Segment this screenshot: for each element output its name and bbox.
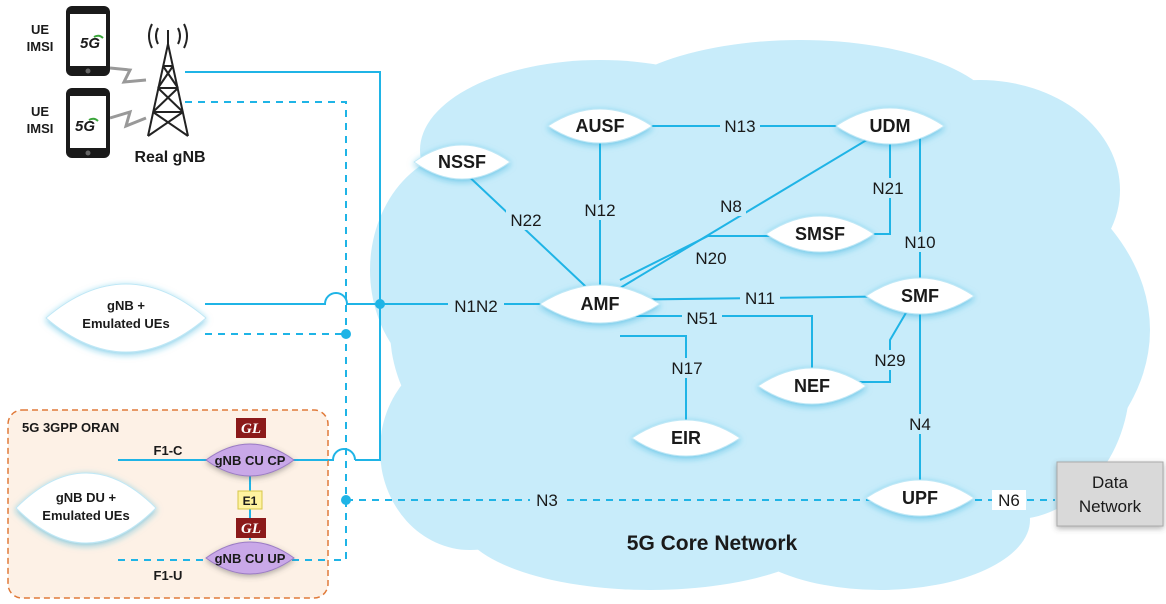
data-network-box[interactable] <box>1056 461 1164 527</box>
phone-5g-logo-1: 5G <box>80 35 100 52</box>
smsf-node[interactable] <box>765 215 875 253</box>
ue-label-2: UE <box>31 104 49 119</box>
emulated-gnb-line2: Emulated UEs <box>82 316 169 331</box>
phone-icon-1: 5G <box>66 6 110 76</box>
n13-label: N13 <box>724 117 755 136</box>
nssf-node[interactable] <box>413 144 511 180</box>
phone-5g-logo-2: 5G <box>75 118 95 135</box>
gl-badge-cp <box>236 418 266 438</box>
n51-label: N51 <box>686 309 717 328</box>
gnb-cu-up-label: gNB CU UP <box>215 551 286 566</box>
eir-node[interactable] <box>631 419 741 457</box>
amf-label: AMF <box>581 294 620 314</box>
smf-label: SMF <box>901 286 939 306</box>
f1u-label: F1-U <box>154 568 183 583</box>
gnb-du-line1: gNB DU + <box>56 490 117 505</box>
real-gnb-label: Real gNB <box>134 149 205 166</box>
eir-label: EIR <box>671 428 701 448</box>
n10-label: N10 <box>904 233 935 252</box>
ausf-node[interactable] <box>547 108 653 144</box>
gl-badge-up <box>236 518 266 538</box>
f1c-label: F1-C <box>154 443 184 458</box>
cell-tower-icon <box>147 23 189 137</box>
gnb-cu-cp-label: gNB CU CP <box>215 453 286 468</box>
emulated-gnb-node[interactable] <box>45 283 207 353</box>
n3-label: N3 <box>536 491 558 510</box>
nssf-label: NSSF <box>438 152 486 172</box>
n17-label: N17 <box>671 359 702 378</box>
data-network-line1: Data <box>1092 473 1128 492</box>
e1-label: E1 <box>243 494 258 508</box>
n12-label: N12 <box>584 201 615 220</box>
gl-badge-cp-text: GL <box>241 421 261 437</box>
e1-badge <box>237 490 263 510</box>
n22-label: N22 <box>510 211 541 230</box>
nef-node[interactable] <box>757 367 867 405</box>
imsi-label-1: IMSI <box>27 39 54 54</box>
gl-badge-up-text: GL <box>241 521 261 537</box>
n1n2-label: N1N2 <box>454 297 497 316</box>
n8-label: N8 <box>720 197 742 216</box>
emulated-gnb-line1: gNB + <box>107 298 145 313</box>
n4-label: N4 <box>909 415 931 434</box>
smsf-label: SMSF <box>795 224 845 244</box>
n6-label: N6 <box>998 491 1020 510</box>
n20-label: N20 <box>695 249 726 268</box>
ue-label-1: UE <box>31 22 49 37</box>
n21-label: N21 <box>872 179 903 198</box>
smf-node[interactable] <box>865 277 975 315</box>
junction-dots <box>341 299 385 505</box>
gnb-du-node[interactable] <box>15 472 157 544</box>
ausf-label: AUSF <box>576 116 625 136</box>
core-network-title: 5G Core Network <box>627 532 798 555</box>
upf-label: UPF <box>902 488 938 508</box>
imsi-label-2: IMSI <box>27 121 54 136</box>
phone-icon-2: 5G <box>66 88 110 158</box>
nef-label: NEF <box>794 376 830 396</box>
n11-label: N11 <box>745 289 775 308</box>
gnb-du-line2: Emulated UEs <box>42 508 129 523</box>
amf-node[interactable] <box>539 284 661 324</box>
udm-label: UDM <box>870 116 911 136</box>
udm-node[interactable] <box>835 107 945 145</box>
interface-labels: N13 N12 N22 N8 N21 N20 N10 N1N2 N11 N51 … <box>448 116 1026 510</box>
upf-node[interactable] <box>865 479 975 517</box>
core-nodes: AUSF UDM NSSF SMSF AMF SMF NEF EIR <box>413 107 975 517</box>
data-network-line2: Network <box>1079 497 1142 516</box>
gnb-cu-up-node[interactable] <box>205 541 295 575</box>
gnb-cu-cp-node[interactable] <box>205 443 295 477</box>
oran-title: 5G 3GPP ORAN <box>22 420 119 435</box>
n29-label: N29 <box>874 351 905 370</box>
